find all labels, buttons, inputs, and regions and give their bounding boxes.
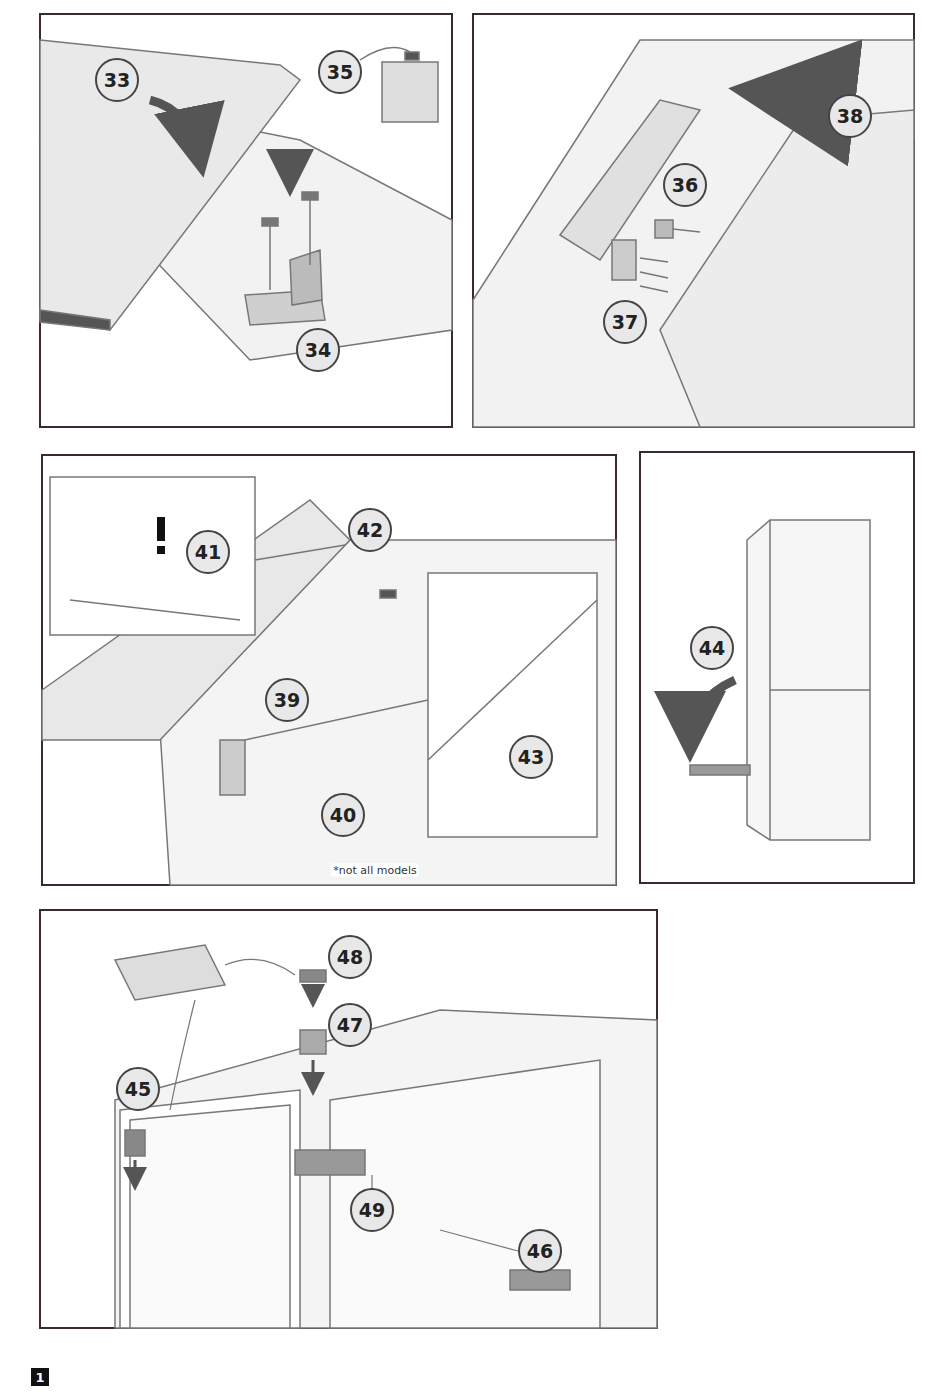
callout-number: 40	[321, 793, 365, 837]
callout-number: 33	[95, 58, 139, 102]
page-number: 1	[31, 1368, 49, 1386]
callout-number: 43	[509, 735, 553, 779]
callout-number: 48	[328, 935, 372, 979]
callout-number: 36	[663, 163, 707, 207]
callout-number: 45	[116, 1067, 160, 1111]
callout-number: 34	[296, 328, 340, 372]
callout-number: 38	[828, 94, 872, 138]
callout-number: 42	[348, 508, 392, 552]
callout-number: 39	[265, 678, 309, 722]
callout-number: 46	[518, 1229, 562, 1273]
footnote: *not all models	[331, 864, 418, 877]
callout-number: 41	[186, 530, 230, 574]
callout-number: 49	[350, 1188, 394, 1232]
callout-number: 37	[603, 300, 647, 344]
callout-number: 47	[328, 1003, 372, 1047]
callout-number: 35	[318, 50, 362, 94]
callout-number: 44	[690, 626, 734, 670]
